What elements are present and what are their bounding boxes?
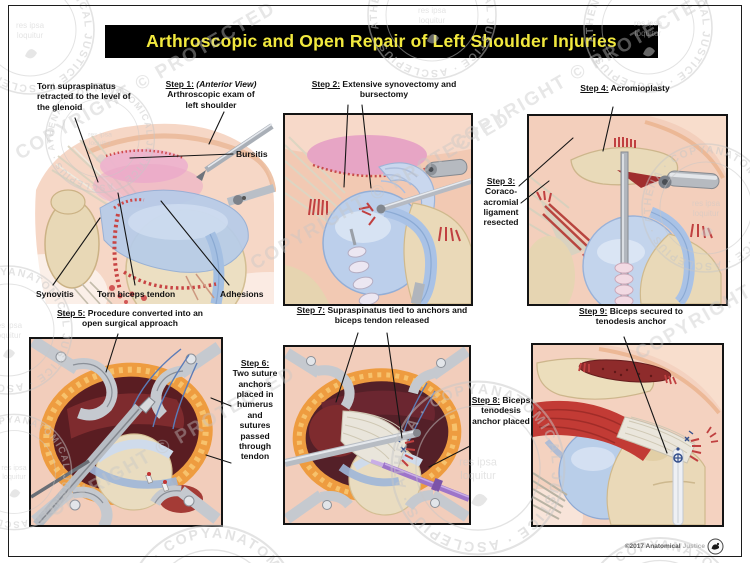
panel-step4-illustration <box>527 114 728 306</box>
step1-header: Step 1: (Anterior View) Arthroscopic exa… <box>165 79 257 110</box>
panel-step9-illustration <box>531 343 724 527</box>
label-torn-biceps-tendon: Torn biceps tendon <box>97 289 176 299</box>
step8-header: Step 8: Biceps tenodesis anchor placed <box>471 395 531 426</box>
open-approach-art <box>31 339 221 525</box>
brand-text: Justice <box>682 543 705 550</box>
copyright-text: ©2017 Anatomical <box>624 543 681 550</box>
step5-header: Step 5: Procedure converted into an open… <box>57 308 203 329</box>
panel-step2-illustration <box>283 113 473 306</box>
label-torn-supraspinatus: Torn supraspinatus retracted to the leve… <box>37 81 131 112</box>
anchor-tying-art <box>285 347 469 523</box>
title-banner: Arthroscopic and Open Repair of Left Sho… <box>105 25 658 58</box>
step2-header: Step 2: Extensive synovectomy and bursec… <box>311 79 457 100</box>
label-bursitis: Bursitis <box>236 149 268 159</box>
step4-header: Step 4: Acromioplasty <box>580 83 670 93</box>
step6-header: Step 6: Two suture anchors placed in hum… <box>232 358 278 462</box>
acromioplasty-art <box>529 116 726 304</box>
shoulder-arthroscopy-art <box>28 112 276 304</box>
panel-step1-illustration <box>28 112 276 304</box>
page-title: Arthroscopic and Open Repair of Left Sho… <box>146 31 617 51</box>
step3-header: Step 3: Coraco-acromial ligament resecte… <box>483 176 519 228</box>
label-synovitis: Synovitis <box>36 289 74 299</box>
synovectomy-art <box>285 115 471 304</box>
label-adhesions: Adhesions <box>220 289 264 299</box>
panel-step7-illustration <box>283 345 471 525</box>
step7-header: Step 7: Supraspinatus tied to anchors an… <box>296 305 468 326</box>
step9-header: Step 9: Biceps secured to tenodesis anch… <box>579 306 683 327</box>
anatomical-justice-logo-icon <box>707 538 724 555</box>
tenodesis-art <box>533 345 722 525</box>
panel-step5-illustration <box>29 337 223 527</box>
